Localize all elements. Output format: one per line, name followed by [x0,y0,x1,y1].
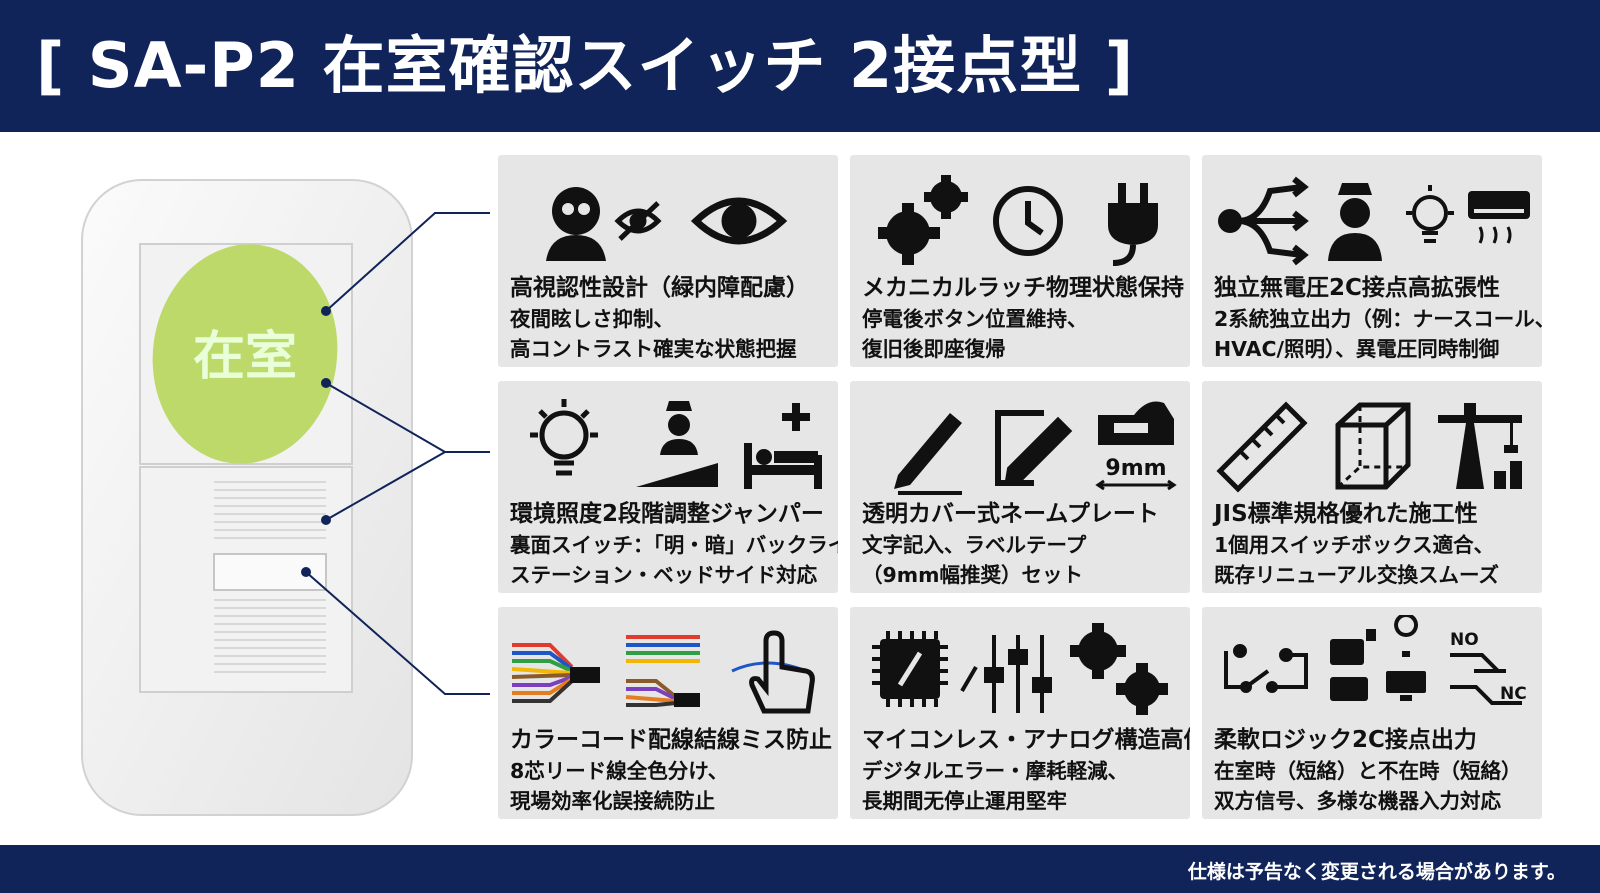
feature-card-colorcode: カラーコード配線結線ミス防止 8芯リード線全色分け、 現場効率化誤接続防止 [498,607,838,819]
card-line-2: ステーション・ベッドサイド対応 [510,563,818,587]
hand-touch-icon [731,630,815,714]
nurse-ramp-icon [636,401,718,487]
air-conditioner-icon [1468,191,1530,244]
card-line-1: 文字記入、ラベルテープ [862,533,1087,557]
card-title: マイコンレス・アナログ構造高信頼 [862,727,1190,753]
clock-restore-icon [993,186,1063,256]
gears-icon [878,175,968,265]
gears-icon [1070,623,1168,715]
eye-off-icon [614,201,662,241]
footer-note: 仕様は予告なく変更される場合があります。 [1187,861,1566,883]
card-line-1: 夜間眩しさ抑制、 [510,307,674,331]
no-label: NO [1450,630,1479,650]
card-line-2: 高コントラスト確実な状態把握 [510,337,797,361]
elderly-person-icon [546,187,606,261]
feature-card-logic: NO NC 柔軟ロジック2C接点出力 在室時（短絡）と不在時（短絡） 双方信号、… [1202,607,1542,819]
feature-card-visibility: 高視認性設計（緑内障配慮） 夜間眩しさ抑制、 高コントラスト確実な状態把握 [498,155,838,367]
card-title: 高視認性設計（緑内障配慮） [510,275,809,301]
split-output-icon [1218,176,1309,266]
feature-card-brightness: 環境照度2段階調整ジャンパー 裏面スイッチ：「明・暗」バックライト ステーション… [498,381,838,593]
feature-card-analog: マイコンレス・アナログ構造高信頼 デジタルエラー・摩耗軽減、 長期間无停止運用堅… [850,607,1190,819]
power-plug-icon [1108,183,1158,266]
card-line-1: 停電後ボタン位置維持、 [862,307,1088,331]
logic-circuit-icon [1224,644,1308,693]
switch-illustration: 在室 [81,179,490,816]
card-line-2: 双方信号、多様な機器入力対応 [1214,789,1501,813]
feature-card-nameplate: 9mm 透明カバー式ネームプレート 文字記入、ラベルテープ （9mm幅推奨）セッ… [850,381,1190,593]
color-wires-icon [511,643,600,703]
callout-dots [301,306,331,577]
tape-size-label: 9mm [1105,456,1166,481]
card-line-1: 裏面スイッチ：「明・暗」バックライト [510,533,838,557]
card-title: 透明カバー式ネームプレート [862,501,1159,527]
light-bulb-icon [1406,185,1454,243]
wire-bundle-icon [625,635,700,707]
card-title: 柔軟ロジック2C接点出力 [1214,727,1477,753]
construction-crane-icon [1438,403,1522,489]
label-tape-icon: 9mm [1095,401,1177,491]
card-line-2: 復旧後即座復帰 [862,337,1006,361]
devices-icon [1330,615,1426,701]
hospital-bed-icon [744,403,822,489]
indicator-oval [152,244,338,464]
card-line-2: 長期間无停止運用堅牢 [862,789,1067,813]
indicator-label: 在室 [193,327,297,387]
no-nc-switch-icon: NO NC [1450,630,1527,705]
feature-card-latch: メカニカルラッチ物理状態保持 停電後ボタン位置維持、 復旧後即座復帰 [850,155,1190,367]
card-line-2: HVAC/照明）、異電圧同時制御 [1214,337,1500,361]
header-bar [0,0,1600,132]
analog-slider-icon [960,635,1052,713]
card-title: メカニカルラッチ物理状態保持 [862,275,1184,301]
footer-bar [0,845,1600,893]
callout-lines [305,212,490,695]
card-line-1: 2系統独立出力（例：ナースコール、 [1214,307,1542,331]
card-line-1: 1個用スイッチボックス適合、 [1214,533,1495,557]
microchip-icon [872,631,948,707]
feature-card-contacts: 独立無電圧2C接点高拡張性 2系統独立出力（例：ナースコール、 HVAC/照明）… [1202,155,1542,367]
button-ridges [214,481,326,673]
card-line-1: 8芯リード線全色分け、 [510,759,729,783]
page-title: [ SA-P2 在室確認スイッチ 2接点型 ] [36,29,1135,102]
card-line-2: 現場効率化誤接続防止 [510,789,715,813]
cube-box-icon [1335,402,1411,490]
card-title: JIS標準規格優れた施工性 [1214,501,1478,527]
nurse-icon [1328,183,1382,261]
light-bulb-icon [530,399,598,476]
card-title: 独立無電圧2C接点高拡張性 [1214,275,1500,301]
card-line-2: 既存リニューアル交換スムーズ [1214,563,1499,587]
nc-label: NC [1500,684,1527,704]
card-line-1: 在室時（短絡）と不在時（短絡） [1214,759,1522,783]
eye-icon [690,197,788,245]
card-title: 環境照度2段階調整ジャンパー [510,501,824,527]
card-title: カラーコード配線結線ミス防止 [510,727,832,753]
pen-icon [894,413,962,495]
card-line-1: デジタルエラー・摩耗軽減、 [862,759,1129,783]
edit-note-icon [995,410,1073,486]
ruler-icon [1216,401,1308,493]
feature-card-jis: JIS標準規格優れた施工性 1個用スイッチボックス適合、 既存リニューアル交換ス… [1202,381,1542,593]
card-line-2: （9mm幅推奨）セット [862,563,1083,587]
